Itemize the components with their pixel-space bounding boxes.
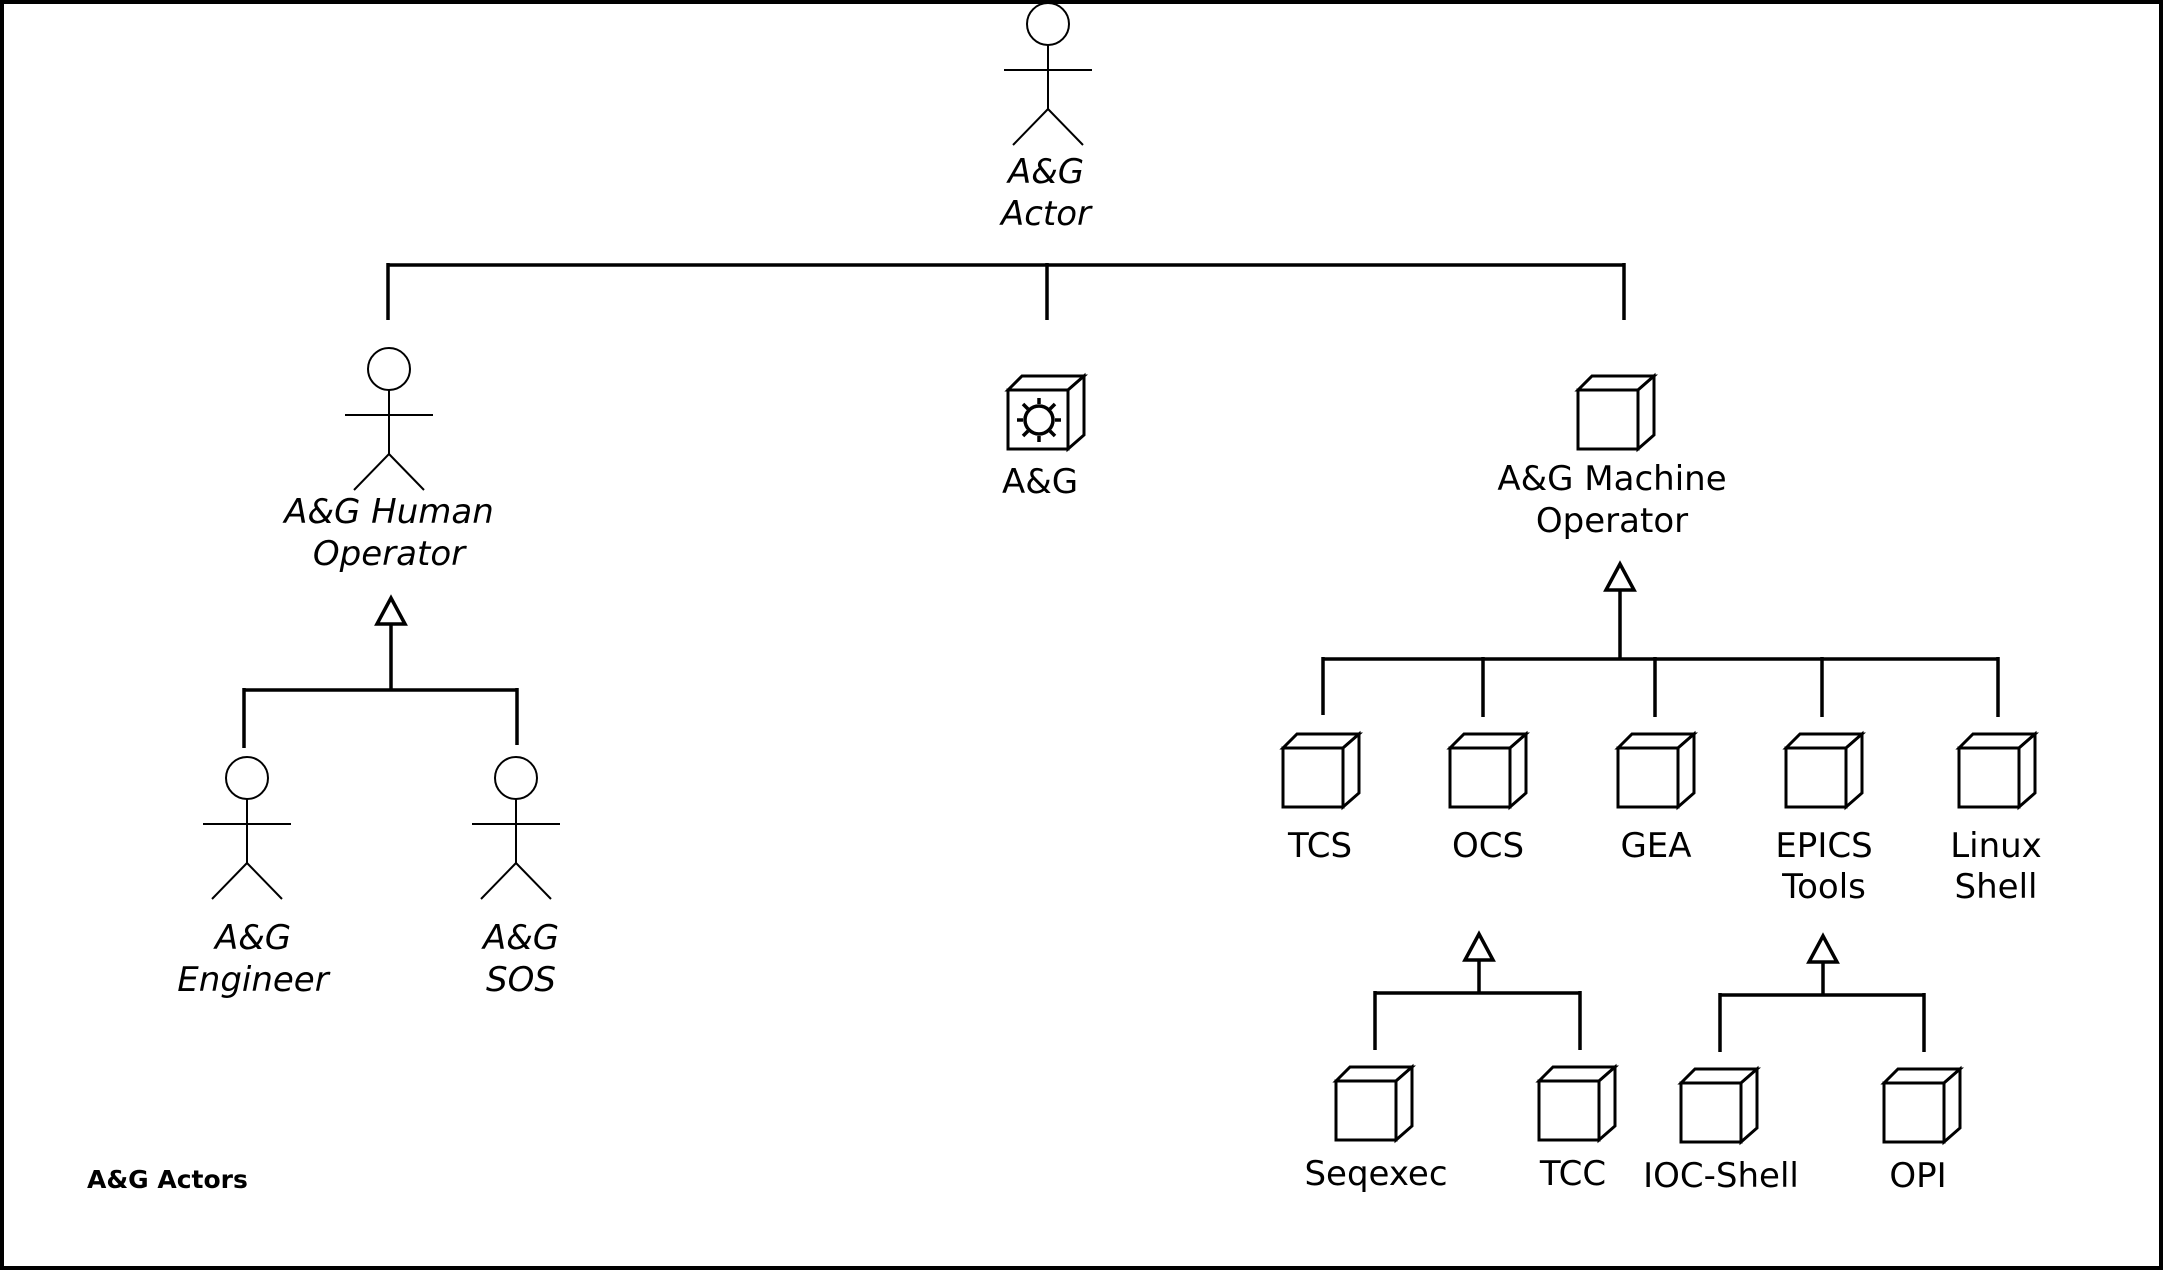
ocs-cube-icon — [1448, 732, 1528, 809]
sos-label-line2: SOS — [486, 960, 556, 1000]
machine-operator-cube-icon — [1576, 374, 1656, 451]
gear-cube-icon — [1006, 374, 1086, 451]
sos-stick-figure-icon — [471, 756, 561, 900]
generalization-arrow-icon — [375, 596, 407, 626]
epics-tools-node: EPICS Tools — [1775, 732, 1873, 907]
linux-shell-cube-icon — [1957, 732, 2037, 809]
ioc-shell-cube-icon — [1679, 1067, 1759, 1144]
tcc-cube-icon — [1537, 1065, 1617, 1142]
engineer-stick-figure-icon — [202, 756, 292, 900]
opi-node: OPI — [1882, 1067, 1962, 1196]
linux-shell-node: Linux Shell — [1950, 732, 2042, 907]
ioc-shell-node: IOC-Shell — [1643, 1067, 1799, 1196]
human-operator-stick-figure-icon — [344, 347, 434, 491]
generalization-arrow-icon — [1463, 932, 1495, 962]
epics-tools-cube-icon — [1784, 732, 1864, 809]
epics-tools-generalization — [1718, 934, 1926, 1052]
ioc-shell-label: IOC-Shell — [1643, 1156, 1799, 1196]
linux-shell-label-line2: Shell — [1955, 867, 2038, 907]
machine-operator-generalization — [1321, 562, 2000, 717]
human-operator-generalization — [242, 596, 519, 748]
root-actor-stick-figure-icon — [1003, 2, 1093, 146]
engineer-node: A&G Engineer — [177, 756, 331, 1000]
seqexec-cube-icon — [1334, 1065, 1414, 1142]
engineer-label-line1: A&G — [213, 918, 291, 958]
engineer-label-line2: Engineer — [177, 960, 330, 1000]
tcc-label: TCC — [1539, 1154, 1606, 1194]
sos-label-line1: A&G — [481, 918, 559, 958]
seqexec-node: Seqexec — [1304, 1065, 1448, 1194]
gea-node: GEA — [1616, 732, 1696, 866]
root-actor-node: A&G Actor — [999, 2, 1093, 234]
human-operator-label-line1: A&G Human — [282, 492, 494, 532]
tcc-node: TCC — [1537, 1065, 1617, 1194]
ocs-label: OCS — [1452, 826, 1524, 866]
epics-tools-label-line1: EPICS — [1775, 826, 1872, 866]
epics-tools-label-line2: Tools — [1781, 867, 1866, 907]
ag-system-node: A&G — [1002, 374, 1086, 502]
opi-cube-icon — [1882, 1067, 1962, 1144]
tcs-cube-icon — [1281, 732, 1361, 809]
generalization-arrow-icon — [1807, 934, 1839, 964]
tcs-label: TCS — [1287, 826, 1352, 866]
linux-shell-label-line1: Linux — [1950, 826, 2042, 866]
root-actor-label-line2: Actor — [999, 194, 1093, 234]
opi-label: OPI — [1889, 1156, 1946, 1196]
root-actor-label-line1: A&G — [1006, 152, 1084, 192]
diagram-caption: A&G Actors — [87, 1165, 248, 1194]
sos-node: A&G SOS — [471, 756, 561, 1000]
root-connector — [386, 263, 1626, 320]
machine-operator-label-line2: Operator — [1536, 501, 1688, 541]
machine-operator-node: A&G Machine Operator — [1497, 374, 1727, 541]
generalization-arrow-icon — [1604, 562, 1636, 592]
tcs-node: TCS — [1281, 732, 1361, 866]
gea-cube-icon — [1616, 732, 1696, 809]
seqexec-label: Seqexec — [1304, 1154, 1447, 1194]
human-operator-label-line2: Operator — [313, 534, 467, 574]
gea-label: GEA — [1620, 826, 1691, 866]
human-operator-node: A&G Human Operator — [282, 347, 494, 574]
ag-system-label: A&G — [1002, 462, 1078, 502]
machine-operator-label-line1: A&G Machine — [1497, 459, 1726, 499]
ocs-node: OCS — [1448, 732, 1528, 866]
ocs-generalization — [1373, 932, 1582, 1050]
